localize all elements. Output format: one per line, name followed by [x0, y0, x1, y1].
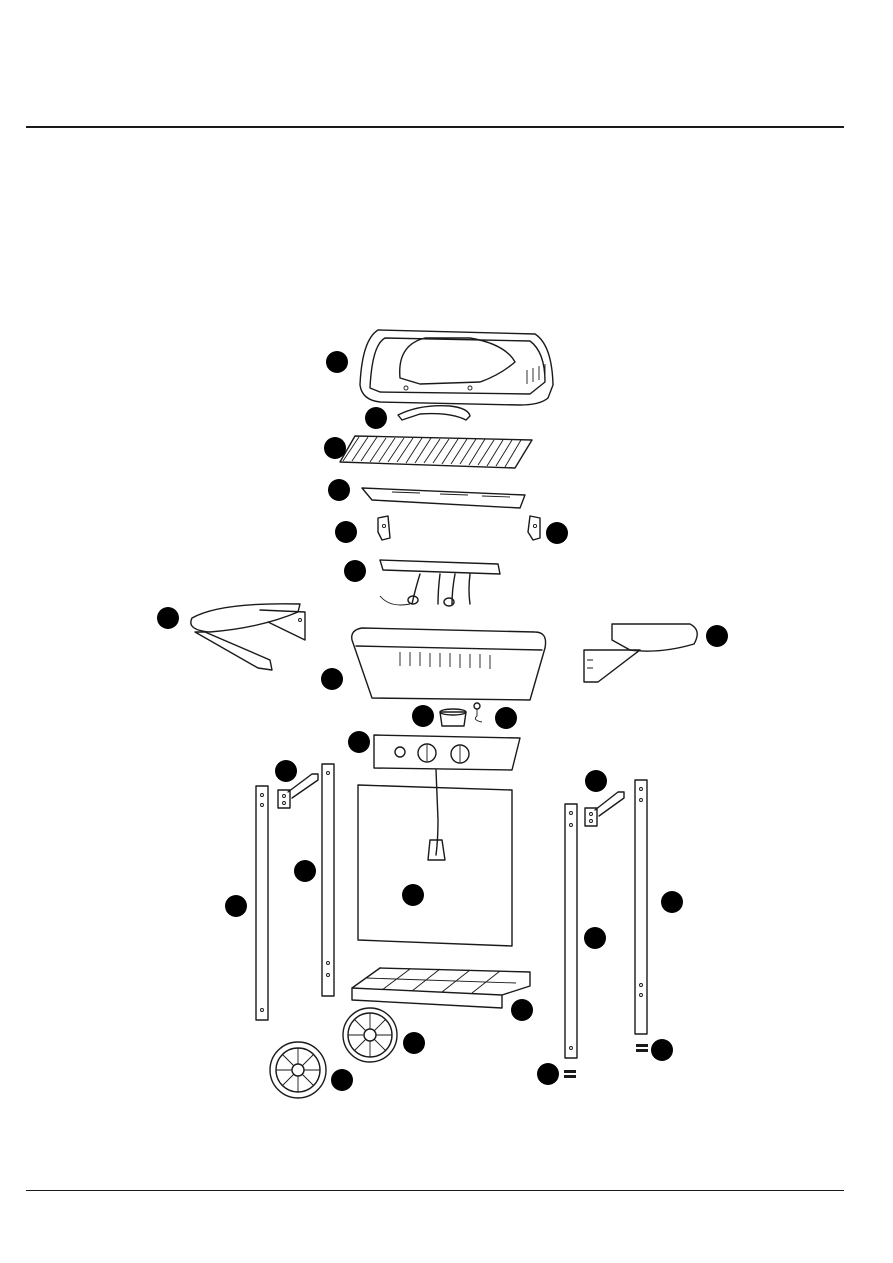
left-front-leg-part: [256, 786, 268, 1020]
left-bracket-part: [378, 516, 390, 540]
callout-grate: [324, 437, 346, 459]
callout-firebox: [321, 668, 343, 690]
callout-right-leg-bracket: [585, 770, 607, 792]
burner-part: [380, 560, 500, 606]
callout-burner: [344, 560, 366, 582]
callout-back-panel: [402, 884, 424, 906]
cooking-grate-part: [340, 436, 532, 468]
callout-right-front-leg: [584, 927, 606, 949]
callout-right-wheel: [403, 1032, 425, 1054]
callout-right-shelf: [706, 625, 728, 647]
gas-hose-part: [428, 770, 445, 860]
right-front-leg-part: [565, 804, 577, 1058]
callout-bottom-shelf: [511, 999, 533, 1021]
callout-left-bracket: [335, 521, 357, 543]
firebox-part: [352, 628, 546, 700]
callout-left-front-leg: [225, 895, 247, 917]
bottom-shelf-part: [352, 968, 530, 1008]
callout-grease-cup: [412, 705, 434, 727]
right-rear-leg-part: [635, 780, 647, 1034]
callouts: [157, 351, 728, 1091]
callout-left-shelf: [157, 607, 179, 629]
back-panel-part: [358, 785, 512, 946]
callout-right-rear-leg: [661, 891, 683, 913]
heat-plate-part: [362, 488, 525, 508]
right-leg-bracket-part: [585, 792, 624, 826]
right-wheel-part: [343, 1008, 397, 1062]
callout-left-rear-leg: [294, 860, 316, 882]
callout-left-wheel: [331, 1069, 353, 1091]
hardware-pack-right: [636, 1044, 648, 1052]
callout-lid: [326, 351, 348, 373]
callout-control-panel: [348, 731, 370, 753]
grease-cup-part: [440, 709, 466, 726]
callout-left-leg-bracket: [275, 760, 297, 782]
control-panel-part: [374, 735, 520, 770]
callout-igniter: [495, 707, 517, 729]
left-wheel-part: [270, 1042, 326, 1098]
lid-part: [360, 330, 553, 405]
callout-right-bracket: [546, 522, 568, 544]
callout-hardware-left: [537, 1063, 559, 1085]
hardware-pack-left: [564, 1070, 576, 1078]
callout-heat-plate: [328, 479, 350, 501]
left-rear-leg-part: [322, 764, 334, 996]
handle-part: [398, 406, 470, 420]
right-bracket-part: [528, 516, 540, 540]
callout-hardware-right: [651, 1039, 673, 1061]
callout-handle: [365, 407, 387, 429]
right-side-shelf-part: [584, 624, 697, 682]
left-side-shelf-part: [191, 604, 305, 670]
igniter-part: [474, 703, 482, 722]
